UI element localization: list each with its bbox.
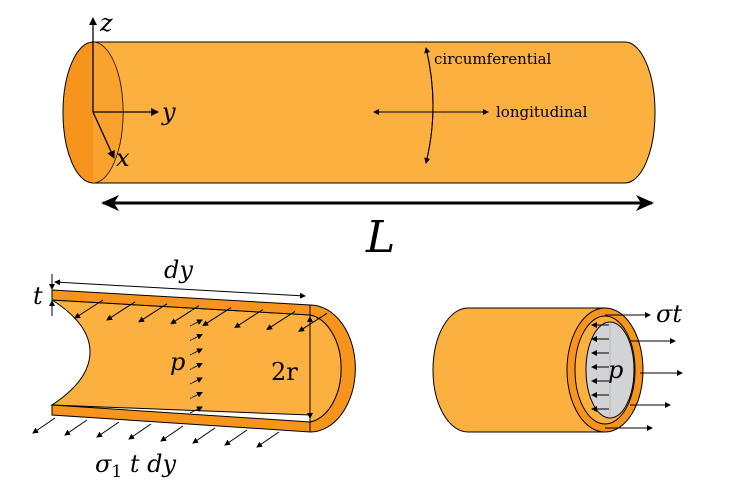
stress-arrow [234,309,264,329]
stress-arrow [192,427,216,444]
stress-arrow [256,431,280,448]
stress-arrow [64,419,88,436]
stress-arrow [224,429,248,446]
stress-arrow [128,423,152,440]
end-cylinder-section: σt p [432,300,683,433]
length-label: L [365,212,395,263]
stress-arrow [96,421,120,438]
stress-arrow [32,417,56,434]
stress-arrow [106,301,136,321]
stress-arrow [202,307,232,327]
end-pressure-label: p [608,356,623,384]
sigma-t-label: σt [656,300,682,328]
circumferential-label: circumferential [434,50,552,68]
stress-arrow [266,310,296,330]
diameter-label: 2r [271,358,298,386]
longitudinal-label: longitudinal [496,103,588,121]
stress-arrow [170,305,200,325]
stress-arrow [138,303,168,323]
stress-arrow [298,312,328,332]
bottom-wall [51,404,311,433]
dy-label: dy [164,256,193,284]
force-label: σ1 t dy [95,450,176,482]
half-cylinder-section: 2r dy t p σ1 t dy [32,256,356,482]
end-arrows [591,312,683,431]
thickness-label: t [33,282,43,310]
dy-dimension-arrow [54,279,181,290]
stress-arrow [74,299,104,319]
stress-arrow [160,425,184,442]
wall-stress-arrows [32,299,328,448]
pressure-arrow [189,406,203,414]
long-cylinder: z y x circumferential longitudinal L [62,9,656,263]
pressure-label: p [170,348,185,376]
y-axis-label: y [161,98,176,126]
z-axis-label: z [99,9,113,37]
x-axis-label: x [116,144,130,172]
x-axis-arrow [92,111,115,159]
